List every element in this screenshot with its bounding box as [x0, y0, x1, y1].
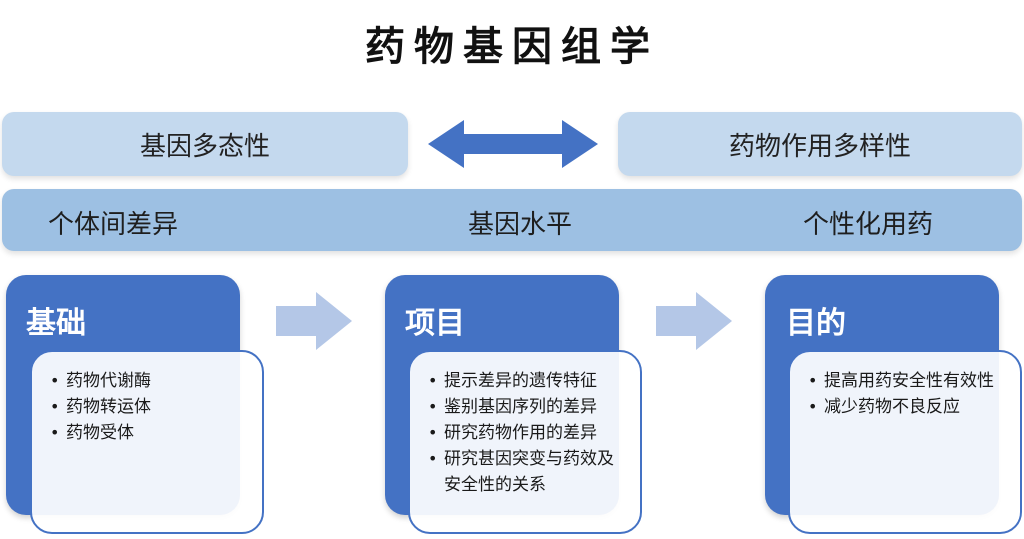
right-arrow-icon — [656, 292, 732, 350]
card-basis-title: 基础 — [26, 306, 86, 341]
genetic-polymorphism-box: 基因多态性 — [2, 112, 408, 176]
list-item: 药物代谢酶 — [50, 368, 252, 394]
list-item: 研究药物作用的差异 — [428, 420, 630, 446]
card-goal-title: 目的 — [786, 306, 846, 341]
card-basis-list-panel: 药物代谢酶 药物转运体 药物受体 — [30, 350, 264, 534]
list-item: 减少药物不良反应 — [808, 394, 1010, 420]
card-project-list: 提示差异的遗传特征 鉴别基因序列的差异 研究药物作用的差异 研究甚因突变与药效及… — [410, 352, 640, 498]
list-item: 提高用药安全性有效性 — [808, 368, 1010, 394]
band-label-personalized-medicine: 个性化用药 — [803, 210, 934, 240]
summary-band — [2, 189, 1022, 251]
band-label-individual-differences: 个体间差异 — [48, 210, 179, 240]
list-item: 鉴别基因序列的差异 — [428, 394, 630, 420]
double-arrow-icon — [428, 120, 598, 168]
card-basis-list: 药物代谢酶 药物转运体 药物受体 — [32, 352, 262, 446]
right-arrow-icon — [276, 292, 352, 350]
card-goal-list: 提高用药安全性有效性 减少药物不良反应 — [790, 352, 1020, 420]
drug-response-diversity-box: 药物作用多样性 — [618, 112, 1022, 176]
band-label-gene-level: 基因水平 — [468, 210, 573, 240]
card-project-title: 项目 — [405, 306, 465, 341]
list-item: 提示差异的遗传特征 — [428, 368, 630, 394]
card-goal-list-panel: 提高用药安全性有效性 减少药物不良反应 — [788, 350, 1022, 534]
list-item: 药物受体 — [50, 420, 252, 446]
page-title: 药物基因组学 — [365, 24, 659, 70]
card-project-list-panel: 提示差异的遗传特征 鉴别基因序列的差异 研究药物作用的差异 研究甚因突变与药效及… — [408, 350, 642, 534]
drug-response-diversity-label: 药物作用多样性 — [728, 131, 911, 162]
genetic-polymorphism-label: 基因多态性 — [139, 131, 270, 162]
list-item: 药物转运体 — [50, 394, 252, 420]
list-item: 研究甚因突变与药效及安全性的关系 — [428, 446, 630, 498]
